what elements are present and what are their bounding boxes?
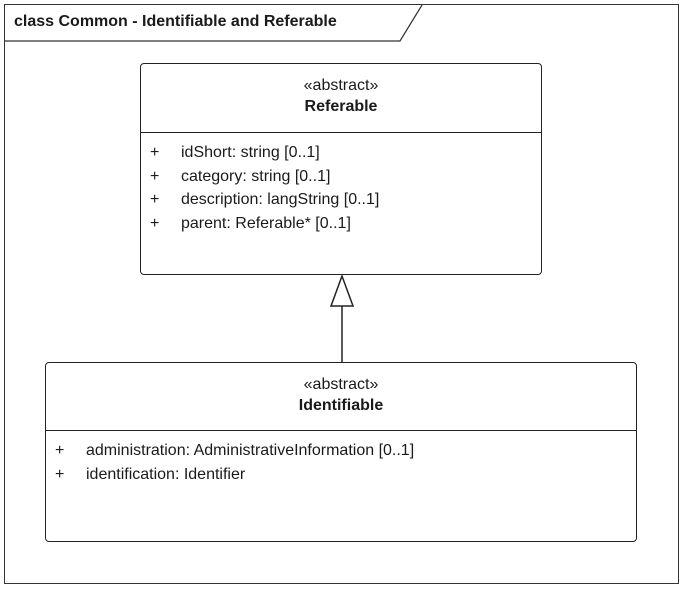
attribute-text: identification: Identifier xyxy=(86,465,246,483)
class-identifiable[interactable]: «abstract» Identifiable + administration… xyxy=(45,362,637,542)
class-name: Referable xyxy=(304,98,378,115)
attribute-compartment: + idShort: string [0..1] + category: str… xyxy=(141,133,541,235)
generalization-arrowhead xyxy=(329,273,355,307)
attribute-row: + administration: AdministrativeInformat… xyxy=(46,439,636,463)
attribute-visibility: + xyxy=(150,167,160,185)
attribute-row: + description: langString [0..1] xyxy=(141,188,541,212)
class-header: «abstract» Referable xyxy=(141,64,541,133)
attribute-text: category: string [0..1] xyxy=(181,167,331,185)
class-header: «abstract» Identifiable xyxy=(46,363,636,431)
attribute-row: + parent: Referable* [0..1] xyxy=(141,212,541,236)
attribute-visibility: + xyxy=(150,144,160,161)
attribute-text: idShort: string [0..1] xyxy=(181,144,320,161)
diagram-title: class Common - Identifiable and Referabl… xyxy=(14,13,337,30)
frame-tab-outline xyxy=(4,4,423,42)
attribute-row: + idShort: string [0..1] xyxy=(141,141,541,165)
attribute-text: administration: AdministrativeInformatio… xyxy=(86,442,415,459)
attribute-compartment: + administration: AdministrativeInformat… xyxy=(46,431,636,486)
frame-title-tab: class Common - Identifiable and Referabl… xyxy=(4,4,424,42)
class-referable[interactable]: «abstract» Referable + idShort: string [… xyxy=(140,63,542,275)
attribute-text: parent: Referable* [0..1] xyxy=(181,214,351,232)
class-name: Identifiable xyxy=(298,397,384,414)
attribute-visibility: + xyxy=(55,465,65,483)
attribute-row: + identification: Identifier xyxy=(46,463,636,487)
attribute-visibility: + xyxy=(55,442,65,459)
attribute-visibility: + xyxy=(150,191,160,208)
class-stereotype: «abstract» xyxy=(303,376,379,393)
attribute-text: description: langString [0..1] xyxy=(181,191,380,208)
diagram-frame xyxy=(4,4,679,584)
class-stereotype: «abstract» xyxy=(303,77,379,94)
attribute-visibility: + xyxy=(150,214,160,232)
attribute-row: + category: string [0..1] xyxy=(141,165,541,189)
